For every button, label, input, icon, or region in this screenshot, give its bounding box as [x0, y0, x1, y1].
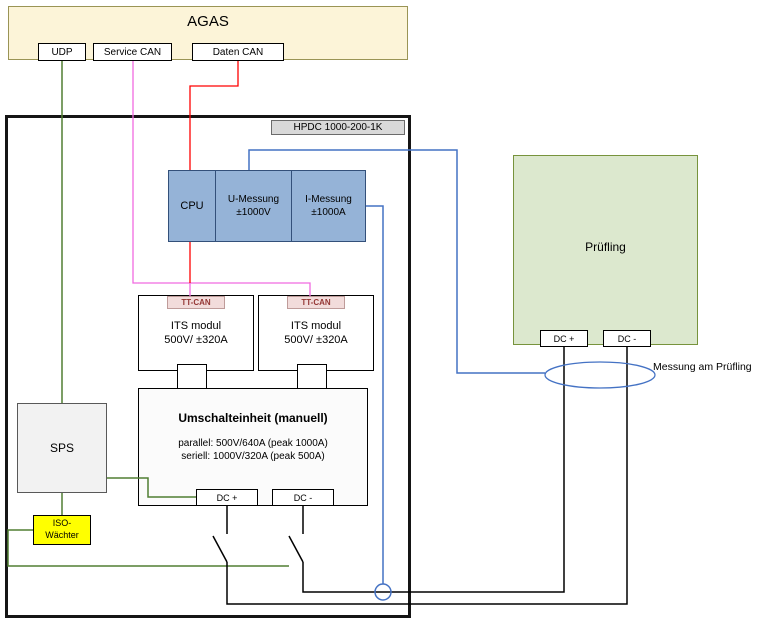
- agas-port-service-can: Service CAN: [93, 43, 172, 61]
- pruefling-dc-minus-terminal: DC -: [603, 330, 651, 347]
- its-right-connector: [297, 364, 327, 389]
- its-module-left-name: ITS modul: [170, 320, 222, 332]
- sps-label: SPS: [49, 441, 74, 455]
- tt-can-badge-left: TT-CAN: [167, 296, 225, 309]
- cpu-cell: CPU: [169, 171, 215, 241]
- u-messung-range: ±1000V: [236, 207, 271, 218]
- its-module-right-name: ITS modul: [290, 320, 342, 332]
- u-messung-label: U-Messung: [227, 193, 280, 205]
- pruefling-title: Prüfling: [585, 240, 626, 254]
- umschalteinheit-seriell-spec: seriell: 1000V/320A (peak 500A): [181, 451, 325, 462]
- iso-waechter-line2: Wächter: [45, 530, 79, 540]
- umschalteinheit-title: Umschalteinheit (manuell): [178, 411, 328, 425]
- umschalt-dc-minus-terminal: DC -: [272, 489, 334, 506]
- its-module-left: TT-CAN ITS modul 500V/ ±320A: [138, 295, 254, 371]
- umschalteinheit-parallel-spec: parallel: 500V/640A (peak 1000A): [178, 438, 328, 449]
- pruefling-dc-plus-terminal: DC +: [540, 330, 588, 347]
- messung-am-pruefling-label: Messung am Prüfling: [653, 361, 752, 373]
- its-left-connector: [177, 364, 207, 389]
- umschalt-dc-plus-terminal: DC +: [196, 489, 258, 506]
- its-module-right-rating: 500V/ ±320A: [284, 334, 348, 346]
- pruefling-box: Prüfling DC + DC -: [513, 155, 698, 347]
- umschalteinheit-box: Umschalteinheit (manuell) parallel: 500V…: [138, 388, 368, 506]
- agas-port-udp-label: UDP: [51, 46, 73, 58]
- hpdc-cabinet-label: HPDC 1000-200-1K: [271, 120, 405, 135]
- its-module-right: TT-CAN ITS modul 500V/ ±320A: [258, 295, 374, 371]
- agas-port-udp: UDP: [38, 43, 86, 61]
- i-messung-range: ±1000A: [311, 207, 346, 218]
- cpu-measurement-block: CPU U-Messung ±1000V I-Messung ±1000A: [168, 170, 366, 242]
- iso-waechter-line1: ISO-: [52, 518, 72, 529]
- iso-waechter-box: ISO- Wächter: [33, 515, 91, 545]
- agas-port-daten-can: Daten CAN: [192, 43, 284, 61]
- messung-ellipse-icon: [544, 361, 656, 389]
- cpu-label: CPU: [180, 199, 204, 212]
- agas-port-daten-can-label: Daten CAN: [212, 46, 264, 58]
- its-module-left-rating: 500V/ ±320A: [164, 334, 228, 346]
- i-messung-label: I-Messung: [305, 193, 352, 205]
- agas-title: AGAS: [187, 13, 229, 30]
- sps-box: SPS: [17, 403, 107, 493]
- tt-can-badge-right: TT-CAN: [287, 296, 345, 309]
- agas-port-service-can-label: Service CAN: [103, 46, 162, 58]
- u-messung-cell: U-Messung ±1000V: [215, 171, 291, 241]
- i-messung-cell: I-Messung ±1000A: [291, 171, 365, 241]
